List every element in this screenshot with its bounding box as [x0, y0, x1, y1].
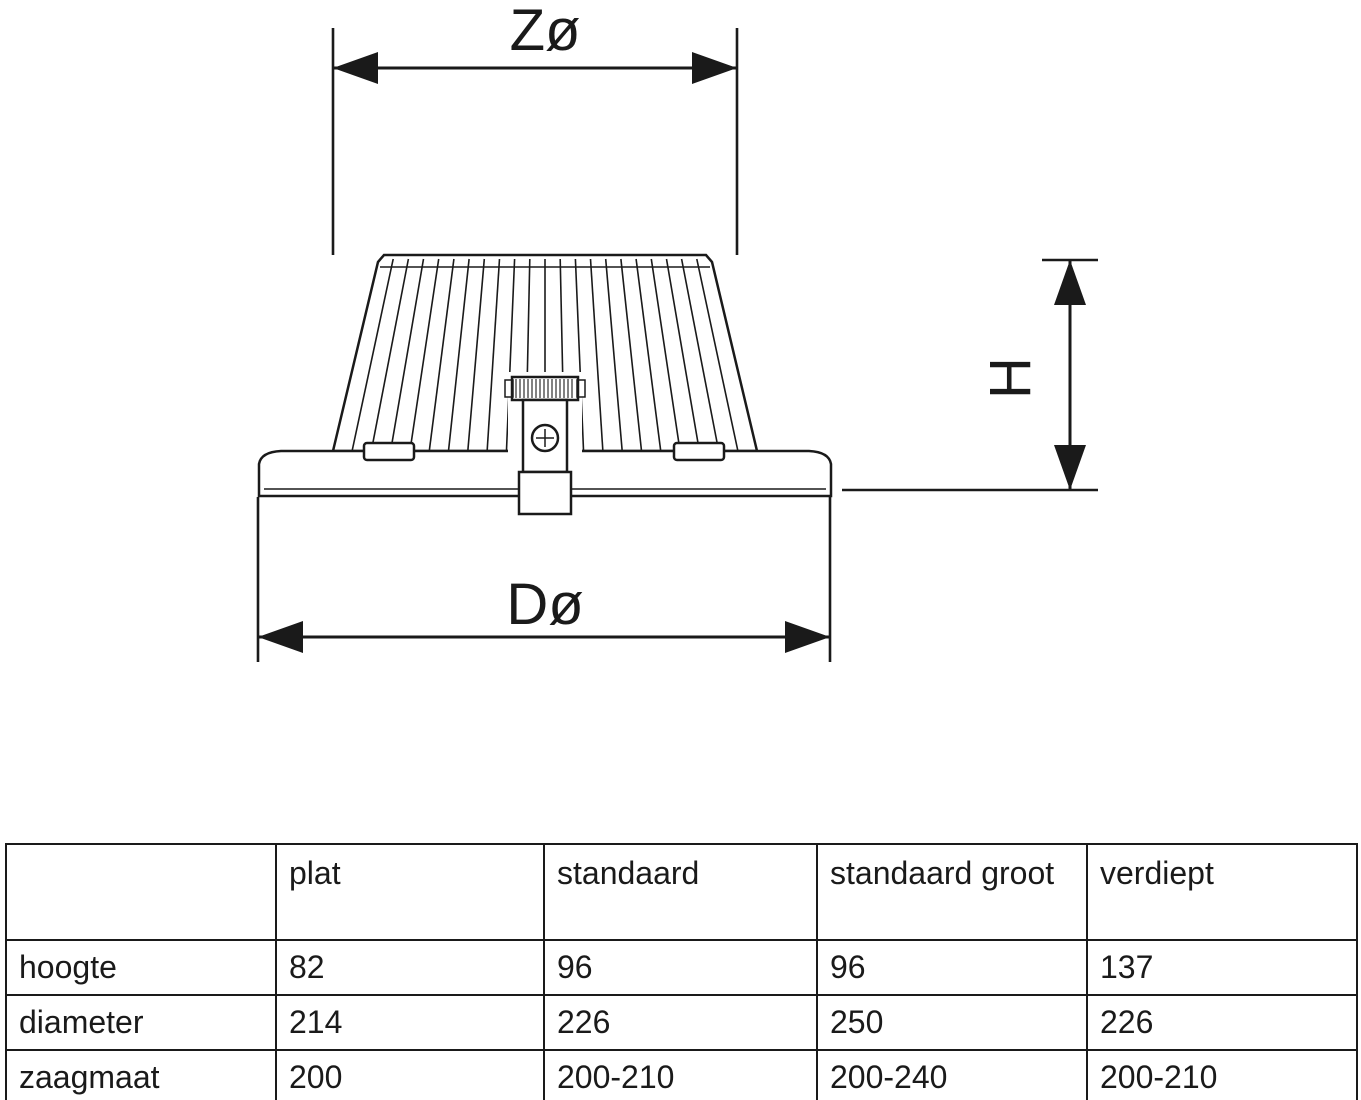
value-cell: 200: [275, 1049, 545, 1100]
arrow-up-icon: [1054, 260, 1086, 305]
arrow-down-icon: [1054, 445, 1086, 490]
spring-clip: [504, 372, 586, 516]
column-header-plat: plat: [275, 843, 545, 941]
value-cell: 96: [543, 939, 818, 996]
arrow-right-icon: [692, 52, 737, 84]
dim-zo-label: Zø: [510, 0, 581, 63]
dim-h-label: H: [978, 357, 1043, 399]
value-cell: 96: [816, 939, 1088, 996]
value-cell: 250: [816, 994, 1088, 1051]
column-header-standaard: standaard: [543, 843, 818, 941]
column-header-verdiept: verdiept: [1086, 843, 1358, 941]
value-cell: 82: [275, 939, 545, 996]
value-cell: 226: [1086, 994, 1358, 1051]
value-cell: 226: [543, 994, 818, 1051]
dim-do-label: Dø: [506, 572, 583, 637]
mounting-tab-left: [362, 441, 416, 462]
column-header-empty: [5, 843, 277, 941]
dimension-h: H: [842, 258, 1098, 492]
arrow-left-icon: [258, 621, 303, 653]
value-cell: 137: [1086, 939, 1358, 996]
table-row-diameter: diameter 214 226 250 226: [5, 994, 1358, 1051]
row-label-hoogte: hoogte: [5, 939, 277, 996]
row-label-diameter: diameter: [5, 994, 277, 1051]
downlight-dimension-drawing: Zø: [256, 0, 1098, 662]
dimension-zo: Zø: [331, 0, 739, 255]
spring-coil: [515, 379, 573, 398]
value-cell: 200-210: [543, 1049, 818, 1100]
row-label-zaagmaat: zaagmaat: [5, 1049, 277, 1100]
value-cell: 214: [275, 994, 545, 1051]
mounting-tab-right: [672, 441, 726, 462]
dimension-do: Dø: [256, 497, 832, 662]
header-row: plat standaard standaard groot verdiept: [5, 843, 1358, 941]
value-cell: 200-210: [1086, 1049, 1358, 1100]
table-row-zaagmaat: zaagmaat 200 200-210 200-240 200-210: [5, 1049, 1358, 1100]
spec-table: plat standaard standaard groot verdiept …: [5, 843, 1358, 1100]
column-header-standaard-groot: standaard groot: [816, 843, 1088, 941]
arrow-left-icon: [333, 52, 378, 84]
clip-foot: [517, 470, 573, 516]
heatsink-body: [331, 253, 759, 453]
arrow-right-icon: [785, 621, 830, 653]
value-cell: 200-240: [816, 1049, 1088, 1100]
table-row-hoogte: hoogte 82 96 96 137: [5, 939, 1358, 996]
